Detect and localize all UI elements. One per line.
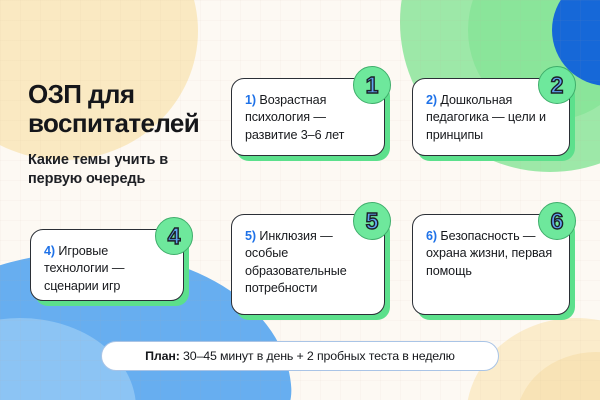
- topic-card-1-number: 1): [245, 93, 256, 107]
- topic-card-2-number: 2): [426, 93, 437, 107]
- topic-badge-2-number: 2: [550, 71, 564, 98]
- topic-badge-6: 6: [538, 202, 576, 240]
- topic-card-1-text: 1) Возрастная психология — развитие 3–6 …: [232, 79, 384, 156]
- topic-card-6-body: Безопасность — охрана жизни, первая помо…: [426, 229, 553, 278]
- topic-card-4-body: Игровые технологии — сценарии игр: [44, 244, 125, 293]
- headline-block: ОЗП для воспитателей Какие темы учить в …: [28, 79, 218, 189]
- plan-banner-text: План: 30–45 минут в день + 2 пробных тес…: [145, 349, 455, 363]
- topic-badge-5: 5: [353, 202, 391, 240]
- plan-banner-label: План:: [145, 349, 180, 363]
- topic-badge-4: 4: [155, 217, 193, 255]
- topic-badge-1-number: 1: [365, 71, 379, 98]
- topic-badge-2: 2: [538, 66, 576, 104]
- topic-card-5-body: Инклюзия — особые образовательные потреб…: [245, 229, 347, 296]
- page-title: ОЗП для воспитателей: [28, 79, 200, 139]
- topic-card-1-body: Возрастная психология — развитие 3–6 лет: [245, 93, 345, 142]
- topic-card-6-text: 6) Безопасность — охрана жизни, первая п…: [413, 215, 569, 292]
- topic-card-2[interactable]: 2) Дошкольная педагогика — цели и принци…: [412, 78, 570, 156]
- topic-card-5-text: 5) Инклюзия — особые образовательные пот…: [232, 215, 384, 310]
- topic-badge-5-number: 5: [365, 207, 379, 234]
- topic-badge-1: 1: [353, 66, 391, 104]
- topic-card-5[interactable]: 5) Инклюзия — особые образовательные пот…: [231, 214, 385, 315]
- topic-card-5-number: 5): [245, 229, 256, 243]
- topic-card-4-number: 4): [44, 244, 55, 258]
- plan-banner-body: 30–45 минут в день + 2 пробных теста в н…: [179, 349, 455, 363]
- topic-card-4-text: 4) Игровые технологии — сценарии игр: [31, 230, 183, 307]
- topic-card-2-body: Дошкольная педагогика — цели и принципы: [426, 93, 546, 142]
- topic-card-2-text: 2) Дошкольная педагогика — цели и принци…: [413, 79, 569, 156]
- topic-badge-4-number: 4: [167, 222, 181, 249]
- page-subtitle: Какие темы учить в первую очередь: [28, 152, 169, 188]
- plan-banner: План: 30–45 минут в день + 2 пробных тес…: [101, 341, 499, 371]
- topic-card-6-number: 6): [426, 229, 437, 243]
- topic-badge-6-number: 6: [550, 207, 564, 234]
